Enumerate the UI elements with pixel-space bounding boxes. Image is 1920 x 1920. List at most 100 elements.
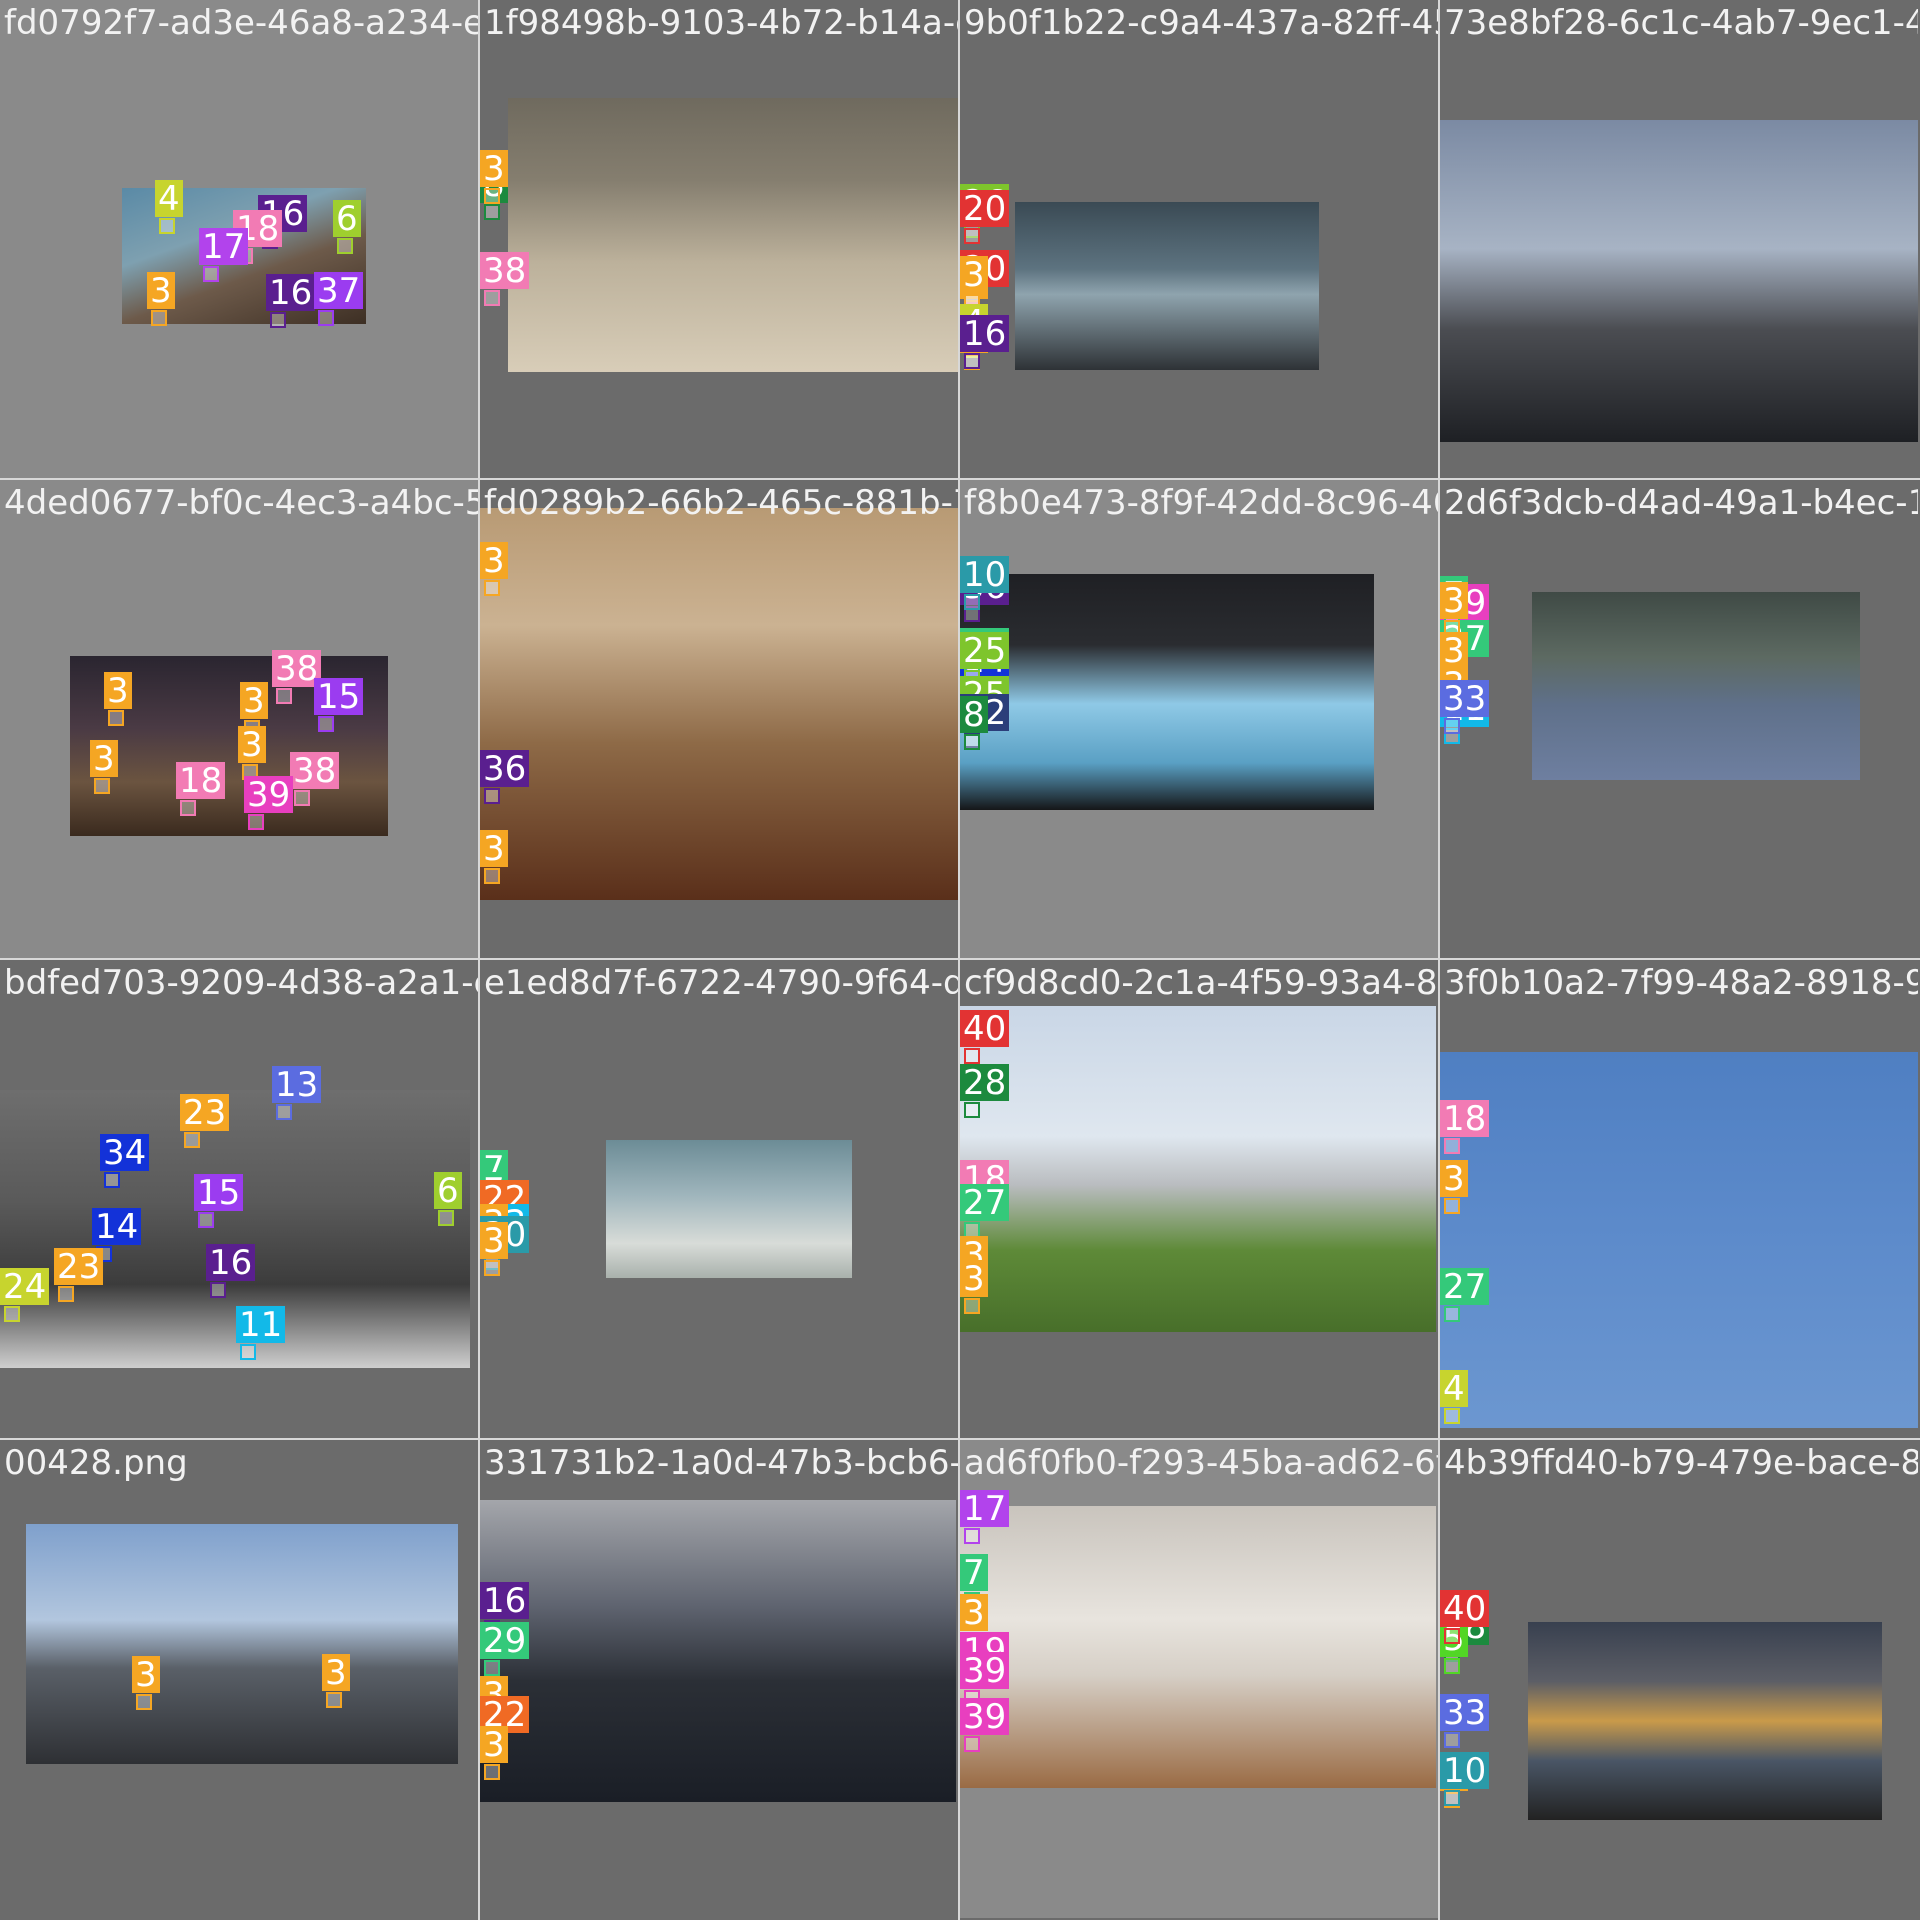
detection-box	[294, 790, 310, 806]
detection-box	[184, 1132, 200, 1148]
detection-box	[94, 778, 110, 794]
tile-photo	[1440, 1052, 1918, 1428]
detection-label: 3	[240, 682, 268, 719]
tile-filename: 331731b2-1a0d-47b3-bcb6-a98f564b7219.jpg	[484, 1443, 958, 1483]
detection-label: 3	[480, 150, 508, 187]
tile-filename: 4ded0677-bf0c-4ec3-a4bc-5fa26c49e33d.jpg	[4, 483, 478, 523]
detection-box	[964, 1048, 980, 1064]
detection-label: 29	[480, 1622, 530, 1659]
detection-label: 3	[1440, 1160, 1468, 1197]
detection-label: 20	[960, 190, 1010, 227]
detection-box	[326, 1692, 342, 1708]
grid-divider	[0, 958, 1920, 960]
detection-box	[337, 238, 353, 254]
tile-photo	[480, 1500, 956, 1802]
detection-label: 23	[54, 1248, 104, 1285]
detection-box	[108, 710, 124, 726]
mosaic-tile: bdfed703-9209-4d38-a2a1-c31ad77a3297.jpg…	[0, 960, 478, 1438]
detection-label: 15	[314, 678, 364, 715]
tile-filename: fd0792f7-ad3e-46a8-a234-e0be3aec7c50.jpg	[4, 3, 478, 43]
detection-label: 25	[960, 632, 1010, 669]
tile-photo	[1532, 592, 1860, 780]
mosaic-tile: 9b0f1b22-c9a4-437a-82ff-45d0383266ad.jpg…	[960, 0, 1438, 478]
detection-box	[484, 1260, 500, 1276]
detection-box	[964, 353, 980, 369]
detection-label: 38	[272, 650, 322, 687]
detection-label: 39	[244, 776, 294, 813]
detection-label: 37	[314, 272, 364, 309]
detection-label: 11	[236, 1306, 286, 1343]
detection-label: 3	[1440, 582, 1468, 619]
detection-box	[964, 1298, 980, 1314]
tile-photo	[1528, 1622, 1882, 1820]
tile-photo	[26, 1524, 458, 1764]
tile-filename: ad6f0fb0-f293-45ba-ad62-6fa7f4e1a47d.jpg	[964, 1443, 1438, 1483]
detection-box	[276, 688, 292, 704]
mosaic-tile: 2d6f3dcb-d4ad-49a1-b4ec-1e3a59bd41d1.jpg…	[1440, 480, 1918, 958]
tile-filename: 4b39ffd40-b79-479e-bace-8f2c6d3a1e91.jpg	[1444, 1443, 1918, 1483]
mosaic-tile: 4ded0677-bf0c-4ec3-a4bc-5fa26c49e33d.jpg…	[0, 480, 478, 958]
tile-photo	[1440, 120, 1918, 442]
tile-photo	[1015, 202, 1319, 370]
tile-photo	[480, 508, 958, 900]
mosaic-tile: f8b0e473-8f9f-42dd-8c96-46d76352b15e.jpg…	[960, 480, 1438, 958]
mosaic-tile: 331731b2-1a0d-47b3-bcb6-a98f564b7219.jpg…	[480, 1440, 958, 1918]
mosaic-tile: fd0289b2-66b2-465c-881b-78c2ce27e3d7.jpg…	[480, 480, 958, 958]
detection-box	[484, 788, 500, 804]
detection-label: 10	[960, 556, 1010, 593]
detection-label: 18	[176, 762, 226, 799]
grid-divider	[1438, 0, 1440, 1920]
detection-label: 14	[92, 1208, 142, 1245]
mosaic-tile: 3f0b10a2-7f99-48a2-8918-9e6b2c3f1d70.jpg…	[1440, 960, 1918, 1438]
detection-label: 38	[290, 752, 340, 789]
detection-label: 3	[480, 1222, 508, 1259]
detection-label: 17	[960, 1490, 1010, 1527]
detection-box	[1444, 1306, 1460, 1322]
mosaic-tile: 4b39ffd40-b79-479e-bace-8f2c6d3a1e91.jpg…	[1440, 1440, 1918, 1918]
detection-label: 39	[960, 1698, 1010, 1735]
detection-box	[270, 312, 286, 328]
detection-box	[159, 218, 175, 234]
detection-label: 6	[434, 1172, 462, 1209]
detection-label: 15	[194, 1174, 244, 1211]
detection-label: 33	[1440, 1694, 1490, 1731]
detection-box	[484, 204, 500, 220]
detection-box	[484, 580, 500, 596]
detection-box	[180, 800, 196, 816]
detection-box	[1444, 1732, 1460, 1748]
detection-box	[1444, 1408, 1460, 1424]
detection-label: 27	[960, 1184, 1010, 1221]
tile-filename: 2d6f3dcb-d4ad-49a1-b4ec-1e3a59bd41d1.jpg	[1444, 483, 1918, 523]
detection-label: 3	[480, 1726, 508, 1763]
detection-box	[318, 310, 334, 326]
detection-label: 38	[480, 252, 530, 289]
grid-divider	[958, 0, 960, 1920]
detection-label: 18	[1440, 1100, 1490, 1137]
grid-divider	[478, 0, 480, 1920]
detection-box	[198, 1212, 214, 1228]
detection-box	[964, 1102, 980, 1118]
detection-box	[203, 266, 219, 282]
detection-box	[964, 734, 980, 750]
detection-label: 27	[1440, 1268, 1490, 1305]
mosaic-tile: 73e8bf28-6c1c-4ab7-9ec1-4d41c31a9f01.jpg	[1440, 0, 1918, 478]
detection-label: 36	[480, 750, 530, 787]
detection-box	[240, 1344, 256, 1360]
detection-label: 33	[1440, 680, 1490, 717]
detection-label: 40	[960, 1010, 1010, 1047]
detection-box	[276, 1104, 292, 1120]
detection-label: 40	[1440, 1590, 1490, 1627]
detection-box	[1444, 1138, 1460, 1154]
tile-photo	[0, 1090, 470, 1368]
detection-label: 3	[132, 1656, 160, 1693]
detection-box	[438, 1210, 454, 1226]
detection-label: 6	[333, 200, 361, 237]
detection-label: 3	[238, 726, 266, 763]
detection-label: 3	[104, 672, 132, 709]
detection-box	[151, 310, 167, 326]
detection-box	[964, 1528, 980, 1544]
detection-label: 3	[480, 830, 508, 867]
detection-box	[964, 228, 980, 244]
tile-filename: e1ed8d7f-6722-4790-9f64-d3fc4b393d35.jpg	[484, 963, 958, 1003]
